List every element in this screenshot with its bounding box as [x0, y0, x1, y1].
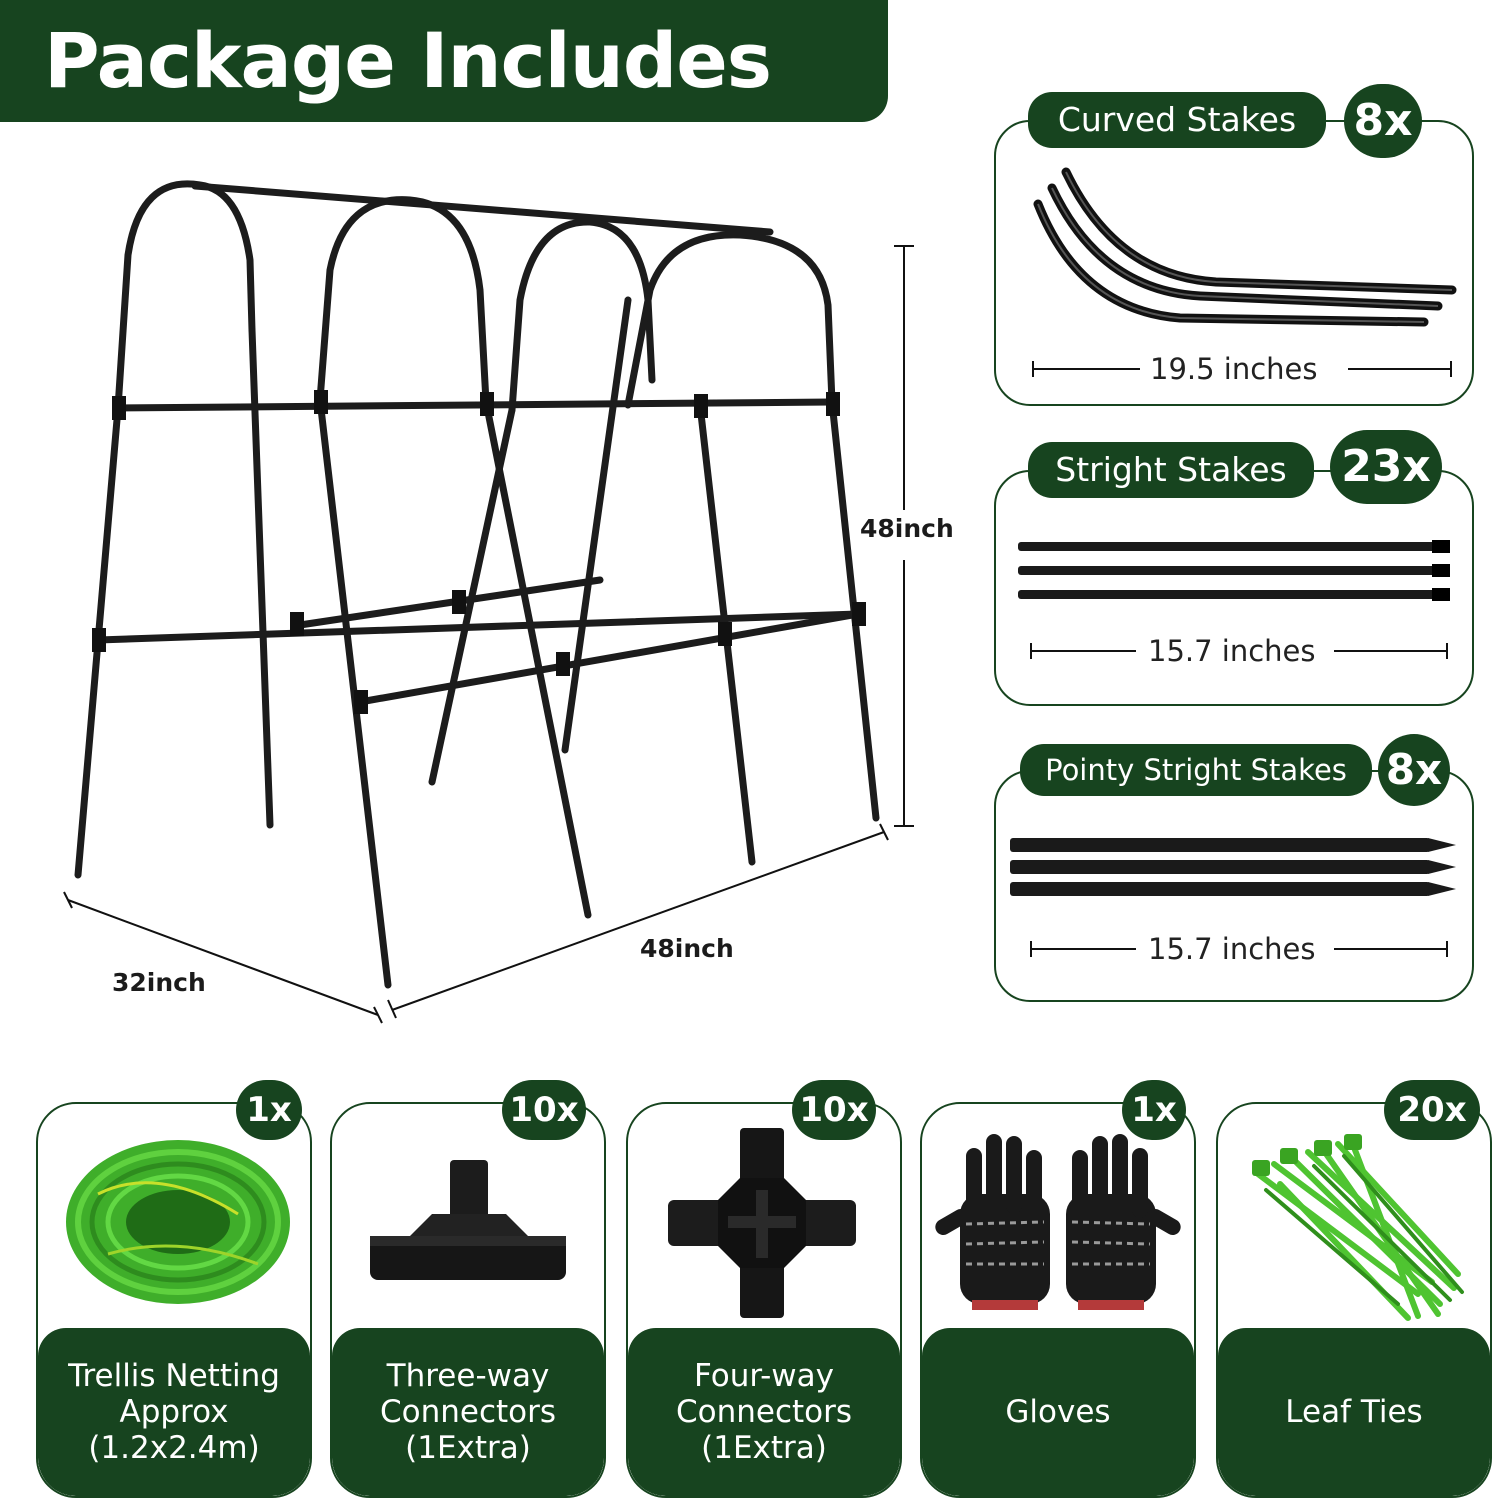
four-way-connector-line-3: (1Extra) — [701, 1430, 827, 1466]
trellis-netting-line-2: Approx — [119, 1394, 229, 1430]
trellis-netting-line-1: Trellis Netting — [68, 1358, 280, 1394]
trellis-netting-image — [66, 1140, 290, 1304]
gloves-card: Gloves — [920, 1102, 1196, 1498]
four-way-connector-line-1: Four-way — [694, 1358, 834, 1394]
leaf-ties-line-1: Leaf Ties — [1285, 1394, 1423, 1430]
gloves-line-1: Gloves — [1005, 1394, 1111, 1430]
width-dimension-label: 32inch — [112, 968, 206, 997]
curved-stakes-measure: 19.5 inches — [1032, 352, 1452, 386]
four-way-connector-image — [668, 1128, 856, 1318]
three-way-connector-line-1: Three-way — [386, 1358, 550, 1394]
leaf-ties-image — [1252, 1134, 1464, 1321]
three-way-connector-line-3: (1Extra) — [405, 1430, 531, 1466]
four-way-connector-line-2: Connectors — [675, 1394, 853, 1430]
four-way-connector-qty: 10x — [792, 1080, 876, 1140]
pointy-stakes-image — [1010, 838, 1456, 896]
gloves-image — [935, 1134, 1181, 1310]
curved-stakes-measure-text: 19.5 inches — [1150, 352, 1318, 386]
curved-stakes-image — [1033, 167, 1457, 327]
trellis-netting-label: Trellis Netting Approx (1.2x2.4m) — [38, 1328, 310, 1496]
leaf-ties-qty: 20x — [1384, 1080, 1480, 1140]
trellis-netting-card: Trellis Netting Approx (1.2x2.4m) — [36, 1102, 312, 1498]
trellis-frame-illustration — [63, 180, 914, 1024]
straight-stakes-qty: 23x — [1330, 430, 1442, 504]
title-banner: Package Includes — [0, 0, 888, 122]
pointy-stakes-measure-text: 15.7 inches — [1148, 932, 1316, 966]
curved-stakes-qty: 8x — [1344, 84, 1422, 158]
leaf-ties-card: Leaf Ties — [1216, 1102, 1492, 1498]
straight-stakes-measure-text: 15.7 inches — [1148, 634, 1316, 668]
leaf-ties-label: Leaf Ties — [1218, 1328, 1490, 1496]
three-way-connector-line-2: Connectors — [379, 1394, 557, 1430]
straight-stakes-label: Stright Stakes — [1028, 442, 1314, 498]
pointy-stakes-measure: 15.7 inches — [1030, 932, 1450, 966]
pointy-stakes-label: Pointy Stright Stakes — [1020, 744, 1372, 796]
gloves-label: Gloves — [922, 1328, 1194, 1496]
height-dimension-label: 48inch — [860, 514, 954, 543]
four-way-connector-card: Four-way Connectors (1Extra) — [626, 1102, 902, 1498]
gloves-qty: 1x — [1122, 1080, 1186, 1140]
trellis-netting-line-3: (1.2x2.4m) — [88, 1430, 260, 1466]
straight-stakes-measure: 15.7 inches — [1030, 634, 1450, 668]
straight-stakes-image — [1018, 540, 1450, 601]
three-way-connector-label: Three-way Connectors (1Extra) — [332, 1328, 604, 1496]
three-way-connector-qty: 10x — [502, 1080, 586, 1140]
trellis-netting-qty: 1x — [236, 1080, 302, 1140]
curved-stakes-label: Curved Stakes — [1028, 92, 1326, 148]
straight-stakes-panel — [994, 470, 1474, 706]
page-title: Package Includes — [44, 16, 772, 105]
pointy-stakes-qty: 8x — [1378, 734, 1450, 806]
length-dimension-label: 48inch — [640, 934, 734, 963]
three-way-connector-image — [370, 1160, 566, 1280]
four-way-connector-label: Four-way Connectors (1Extra) — [628, 1328, 900, 1496]
three-way-connector-card: Three-way Connectors (1Extra) — [330, 1102, 606, 1498]
